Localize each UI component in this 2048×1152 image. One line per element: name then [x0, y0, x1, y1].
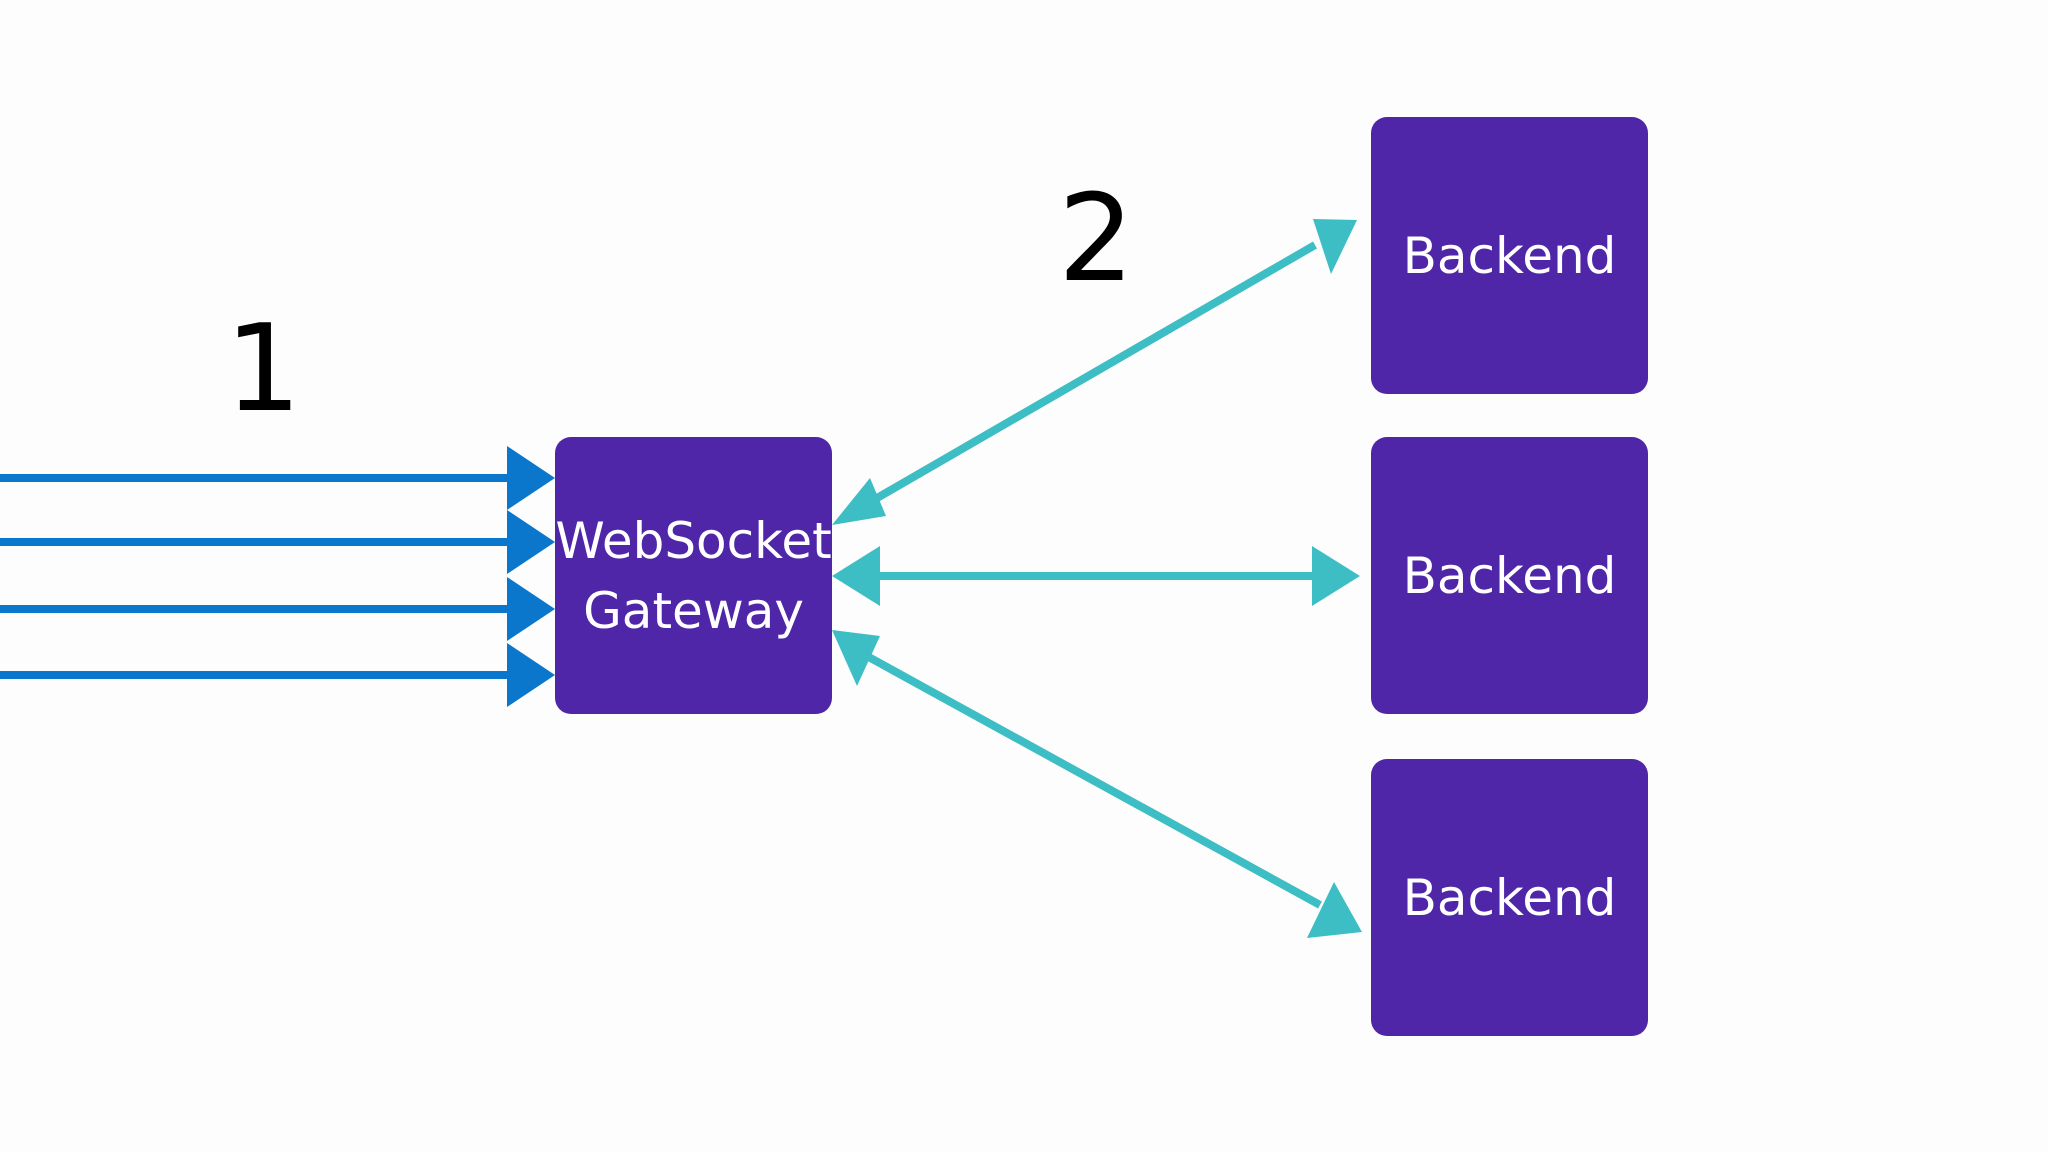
backend-link-1-head-gateway	[832, 478, 886, 525]
backend-link-3-head-backend	[1307, 882, 1362, 938]
backend-link-arrows	[832, 219, 1362, 938]
gateway-label-line2: Gateway	[583, 581, 804, 640]
client-arrow-2-head	[507, 510, 555, 574]
client-arrow-3-head	[507, 577, 555, 641]
backend-node-2: Backend	[1371, 437, 1648, 714]
backend-node-1: Backend	[1371, 117, 1648, 394]
backend-link-2-head-gateway	[832, 546, 880, 606]
backend-link-2-head-backend	[1312, 546, 1360, 606]
backend-label: Backend	[1402, 868, 1617, 927]
step-label-2: 2	[1058, 170, 1135, 309]
backend-link-1-head-backend	[1313, 219, 1357, 274]
backend-link-3	[863, 651, 1322, 909]
backend-link-3-head-gateway	[832, 630, 880, 686]
client-arrow-4-head	[507, 643, 555, 707]
backend-node-3: Backend	[1371, 759, 1648, 1036]
websocket-gateway-node: WebSocket Gateway	[555, 437, 832, 714]
gateway-label-line1: WebSocket	[555, 511, 832, 570]
client-connection-arrows	[0, 446, 555, 707]
backend-label: Backend	[1402, 226, 1617, 285]
step-label-1: 1	[225, 300, 302, 439]
backend-link-1	[862, 241, 1318, 509]
client-arrow-1-head	[507, 446, 555, 510]
backend-label: Backend	[1402, 546, 1617, 605]
